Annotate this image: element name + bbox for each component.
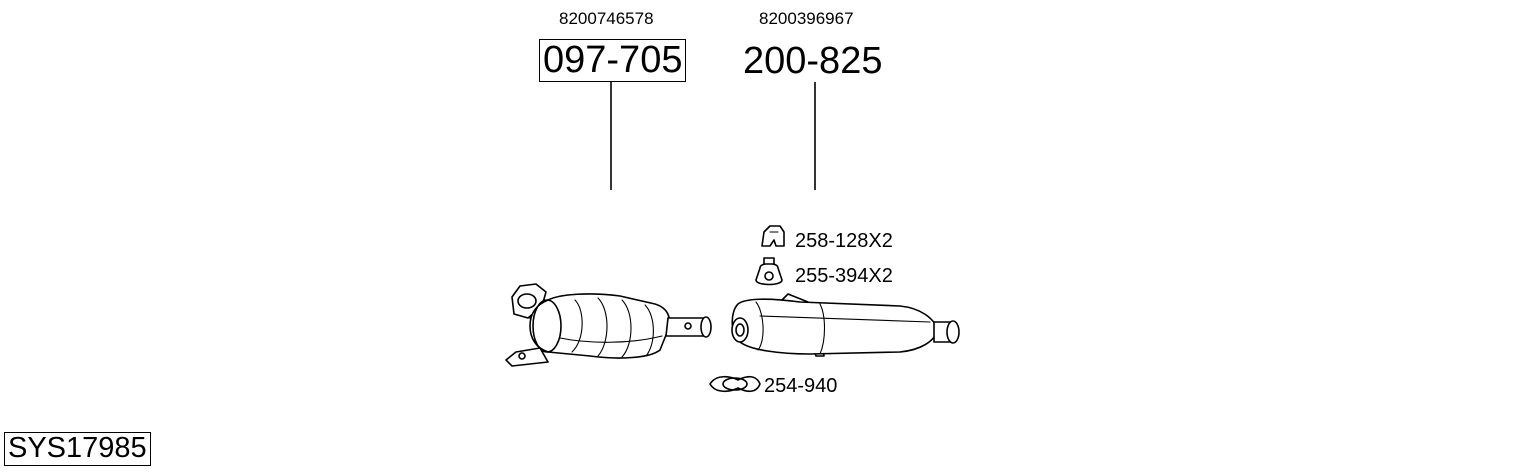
accessory-label: 254-940	[764, 375, 838, 397]
rear-silencer-drawing	[731, 293, 960, 357]
part-number-label: 097-705	[539, 39, 687, 82]
accessory-label: 258-128X2	[795, 230, 893, 252]
oe-number-label: 8200746578	[559, 9, 654, 28]
rubber-hanger-icon	[761, 225, 785, 247]
oe-number-label: 8200396967	[759, 9, 854, 28]
system-id-label: SYS17985	[4, 432, 151, 466]
pipe-clamp-icon	[709, 375, 761, 393]
particulate-filter-drawing	[505, 283, 712, 367]
accessory-label: 255-394X2	[795, 265, 893, 287]
part-number-label: 200-825	[743, 40, 883, 82]
rubber-mount-ring-icon	[755, 257, 783, 286]
